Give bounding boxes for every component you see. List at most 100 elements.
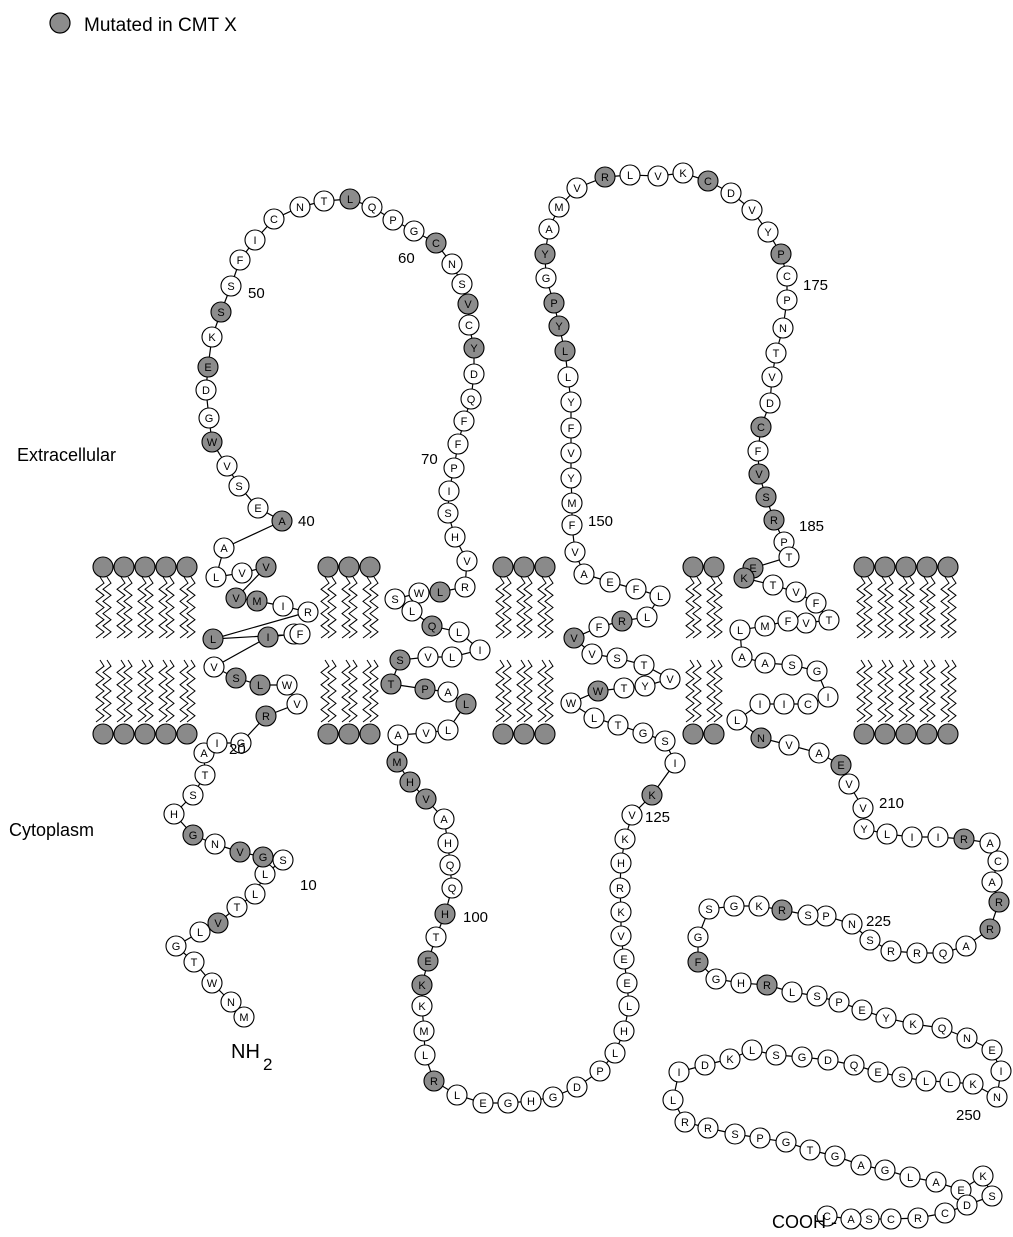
residue-56: L bbox=[340, 189, 360, 209]
residue-159: G bbox=[536, 268, 556, 288]
residue-letter: F bbox=[813, 598, 820, 610]
residue-107: R bbox=[424, 1071, 444, 1091]
residue-254: Q bbox=[844, 1055, 864, 1075]
lipid-tail bbox=[941, 577, 949, 638]
residue-16: H bbox=[164, 804, 184, 824]
residue-letter: V bbox=[214, 918, 222, 930]
residue-135: Y bbox=[635, 676, 655, 696]
residue-209: V bbox=[839, 774, 859, 794]
residue-39: A bbox=[214, 538, 234, 558]
residue-letter: Y bbox=[541, 249, 549, 261]
residue-letter: S bbox=[396, 655, 403, 667]
lipid-tail bbox=[686, 660, 694, 722]
lipid-head bbox=[875, 724, 895, 744]
residue-157: Y bbox=[549, 316, 569, 336]
residue-letter: L bbox=[445, 725, 451, 737]
residue-79: L bbox=[402, 601, 422, 621]
residue-letter: G bbox=[172, 941, 181, 953]
residue-letter: V bbox=[666, 674, 674, 686]
residue-letter: L bbox=[626, 1001, 632, 1013]
residue-268: T bbox=[800, 1140, 820, 1160]
residue-151: Y bbox=[561, 468, 581, 488]
residue-letter: G bbox=[831, 1151, 840, 1163]
residue-175: N bbox=[773, 318, 793, 338]
residue-letter: N bbox=[963, 1033, 971, 1045]
residue-158: P bbox=[544, 293, 564, 313]
residue-13: V bbox=[230, 842, 250, 862]
lipid-tail bbox=[96, 577, 104, 638]
residue-letter: V bbox=[422, 728, 430, 740]
residue-letter: Q bbox=[428, 621, 437, 633]
residue-letter: A bbox=[580, 569, 588, 581]
residue-letter: L bbox=[670, 1095, 676, 1107]
residue-letter: E bbox=[620, 954, 627, 966]
residue-149: F bbox=[562, 515, 582, 535]
residue-7: V bbox=[208, 913, 228, 933]
residue-letter: V bbox=[236, 847, 244, 859]
residue-208: E bbox=[831, 755, 851, 775]
residue-153: F bbox=[561, 418, 581, 438]
residue-40: A bbox=[272, 511, 292, 531]
residue-letter: T bbox=[621, 683, 628, 695]
residue-202: I bbox=[774, 694, 794, 714]
residue-letter: G bbox=[881, 1165, 890, 1177]
residue-letter: L bbox=[347, 194, 353, 206]
residue-letter: V bbox=[570, 633, 578, 645]
lipid-head bbox=[339, 557, 359, 577]
residue-letter: D bbox=[202, 385, 210, 397]
residue-letter: I bbox=[673, 758, 676, 770]
residue-letter: L bbox=[737, 625, 743, 637]
residue-letter: T bbox=[234, 902, 241, 914]
residue-letter: S bbox=[458, 279, 465, 291]
residue-letter: N bbox=[993, 1092, 1001, 1104]
residue-letter: R bbox=[262, 711, 270, 723]
residue-letter: L bbox=[947, 1077, 953, 1089]
residue-letter: L bbox=[591, 713, 597, 725]
residue-letter: L bbox=[565, 372, 571, 384]
lipid-tail bbox=[878, 660, 886, 722]
residue-97: H bbox=[438, 833, 458, 853]
residue-letter: S bbox=[898, 1072, 905, 1084]
residue-191: T bbox=[819, 610, 839, 630]
residue-242: Y bbox=[876, 1008, 896, 1028]
residue-224: R bbox=[881, 941, 901, 961]
residue-111: H bbox=[521, 1091, 541, 1111]
residue-letter: S bbox=[227, 281, 234, 293]
residue-letter: R bbox=[430, 1076, 438, 1088]
residue-263: R bbox=[675, 1112, 695, 1132]
residue-4: T bbox=[184, 952, 204, 972]
residue-letter: K bbox=[726, 1054, 734, 1066]
residue-218: A bbox=[982, 872, 1002, 892]
residue-letter: Q bbox=[467, 394, 476, 406]
residue-letter: L bbox=[657, 591, 663, 603]
lipid-tail bbox=[159, 577, 167, 638]
lipid-tail bbox=[899, 577, 907, 638]
residue-letter: G bbox=[730, 901, 739, 913]
residue-letter: V bbox=[424, 652, 432, 664]
residue-letter: V bbox=[210, 662, 218, 674]
residue-letter: C bbox=[465, 320, 473, 332]
residue-letter: R bbox=[461, 582, 469, 594]
position-label-10: 10 bbox=[300, 877, 317, 894]
residue-78: S bbox=[385, 589, 405, 609]
residue-277: D bbox=[957, 1195, 977, 1215]
residue-189: V bbox=[786, 582, 806, 602]
residue-letter: S bbox=[772, 1050, 779, 1062]
residue-17: S bbox=[183, 785, 203, 805]
residue-192: V bbox=[796, 613, 816, 633]
residue-5: G bbox=[166, 936, 186, 956]
residue-183: R bbox=[764, 510, 784, 530]
residue-201: C bbox=[798, 694, 818, 714]
residue-letter: G bbox=[782, 1137, 791, 1149]
residue-letter: V bbox=[238, 568, 246, 580]
residue-261: I bbox=[669, 1062, 689, 1082]
residue-letter: P bbox=[777, 249, 784, 261]
residue-letter: C bbox=[757, 422, 765, 434]
residue-227: P bbox=[816, 906, 836, 926]
lipid-tail bbox=[117, 660, 125, 722]
residue-122: R bbox=[610, 878, 630, 898]
residue-letter: C bbox=[994, 856, 1002, 868]
residue-letter: T bbox=[321, 196, 328, 208]
lipid-head bbox=[854, 724, 874, 744]
